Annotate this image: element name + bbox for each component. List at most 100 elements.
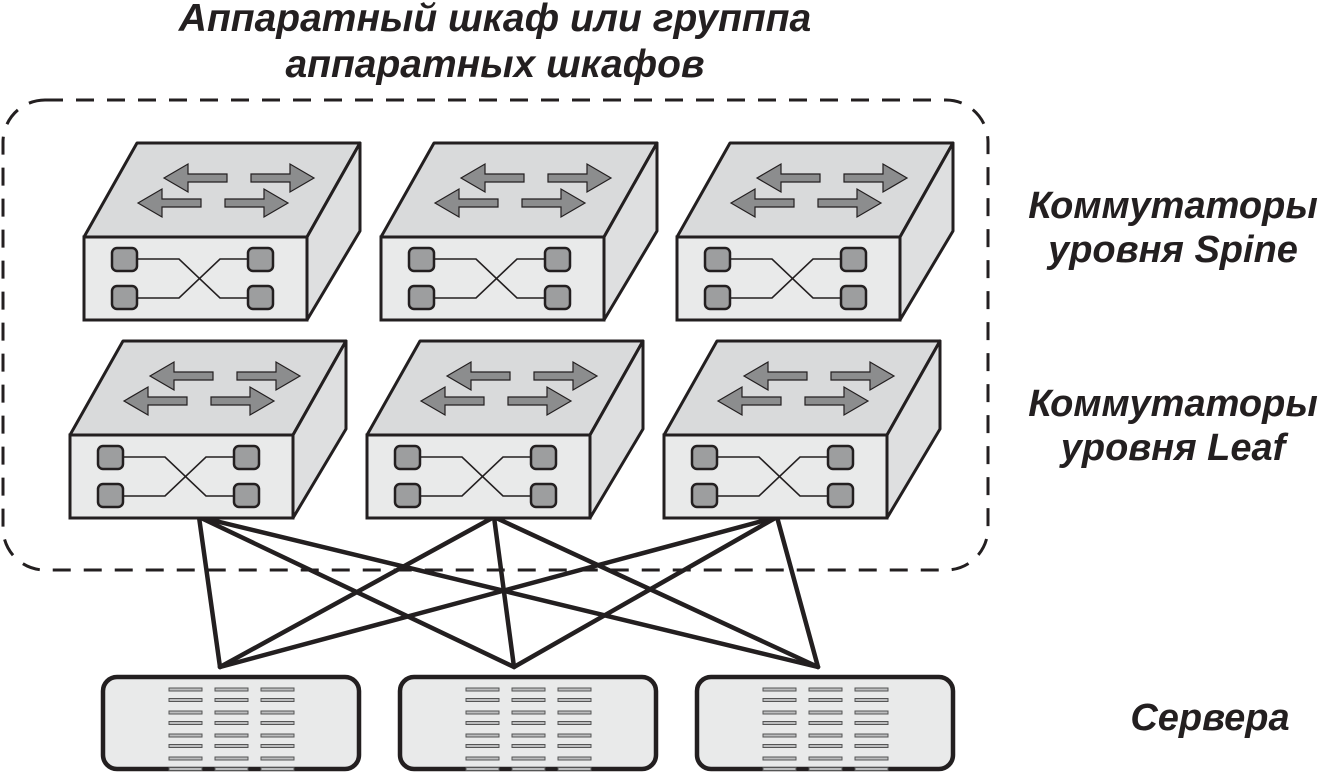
vent-slot [854, 744, 889, 748]
vent-slot [854, 710, 889, 715]
title-line-1: Аппаратный шкаф или групппа [178, 0, 812, 40]
switch-ports [110, 246, 275, 311]
port-icon [232, 444, 261, 471]
arrow-left-icon [716, 385, 782, 417]
vent-slot [511, 687, 546, 692]
switch-ports [96, 444, 261, 509]
vent-slot [168, 733, 203, 738]
port-icon [543, 246, 572, 273]
arrow-left-icon [136, 187, 202, 219]
arrow-right-icon [843, 162, 909, 194]
crossover-wire [434, 258, 545, 299]
server-3 [694, 674, 956, 772]
vent-slot [465, 698, 500, 702]
arrow-left-icon [755, 162, 821, 194]
vent-slot [762, 756, 797, 761]
vent-slot [168, 710, 203, 715]
vent-slot [762, 721, 797, 725]
vent-slot [557, 733, 592, 738]
switch-ports [407, 246, 572, 311]
arrow-left-icon [729, 187, 795, 219]
port-icon [826, 444, 855, 471]
spine-label-line-2: уровня Spine [1048, 229, 1298, 271]
arrow-right-icon [533, 360, 599, 392]
vent-slot [260, 687, 295, 692]
rack-group-boundary [1, 98, 990, 572]
arrow-right-icon [804, 385, 870, 417]
crossover-wire [730, 258, 841, 299]
vent-slot [511, 698, 546, 702]
spine-switch-3 [675, 141, 955, 322]
arrow-left-icon [419, 385, 485, 417]
server-2 [397, 674, 659, 772]
port-icon [96, 444, 125, 471]
port-icon [407, 246, 436, 273]
vent-slot [511, 733, 546, 738]
vent-slot [511, 721, 546, 725]
vent-slot [214, 733, 249, 738]
leaf-layer-label: Коммутаторы уровня Leaf [1008, 382, 1336, 470]
link-leaf3-server1 [217, 514, 780, 670]
vent-slot [511, 756, 546, 761]
leaf-switch-3 [662, 339, 942, 520]
vent-slot [808, 767, 843, 771]
port-icon [393, 444, 422, 471]
vent-slot [260, 767, 295, 771]
spine-label-line-1: Коммутаторы [1028, 185, 1318, 227]
bidirectional-arrows-icon [122, 360, 302, 417]
vent-slot [168, 698, 203, 702]
vent-slot [214, 687, 249, 692]
arrow-right-icon [224, 187, 290, 219]
vent-slot [854, 767, 889, 771]
arrow-left-icon [742, 360, 808, 392]
vent-slot [214, 756, 249, 761]
arrow-left-icon [162, 162, 228, 194]
vent-slot [854, 733, 889, 738]
bidirectional-arrows-icon [419, 360, 599, 417]
vent-slot [260, 710, 295, 715]
arrow-right-icon [236, 360, 302, 392]
crossover-wire [123, 456, 234, 497]
server-1 [100, 674, 362, 772]
arrow-left-icon [459, 162, 525, 194]
vent-slot [557, 744, 592, 748]
bidirectional-arrows-icon [729, 162, 909, 219]
vent-slot [557, 756, 592, 761]
vent-slot [465, 687, 500, 692]
vent-slot [511, 767, 546, 771]
vent-slot [168, 721, 203, 725]
vent-slot [260, 756, 295, 761]
vent-slot [168, 744, 203, 748]
vent-slot [808, 756, 843, 761]
server-vents-icon [762, 687, 889, 771]
vent-slot [762, 687, 797, 692]
bidirectional-arrows-icon [136, 162, 316, 219]
arrow-right-icon [250, 162, 316, 194]
link-leaf3-server3 [774, 514, 821, 670]
vent-slot [854, 756, 889, 761]
port-icon [839, 246, 868, 273]
vent-slot [168, 767, 203, 771]
link-leaf1-server3 [196, 514, 821, 670]
leaf-server-links [196, 514, 821, 670]
servers [100, 674, 956, 772]
link-leaf2-server1 [217, 514, 497, 670]
vent-slot [808, 721, 843, 725]
port-icon [96, 482, 125, 509]
port-icon [246, 246, 275, 273]
leaf-switch-2 [365, 339, 645, 520]
arrow-left-icon [148, 360, 214, 392]
arrow-right-icon [817, 187, 883, 219]
server-vents-icon [465, 687, 592, 771]
leaf-label-line-2: уровня Leaf [1060, 427, 1286, 469]
crossover-wire [420, 456, 531, 497]
vent-slot [557, 721, 592, 725]
port-icon [393, 482, 422, 509]
spine-switch-2 [379, 141, 659, 322]
spine-layer-label: Коммутаторы уровня Spine [1008, 184, 1336, 272]
switches [68, 141, 955, 520]
port-icon [110, 284, 139, 311]
arrow-right-icon [210, 385, 276, 417]
arrow-right-icon [547, 162, 613, 194]
